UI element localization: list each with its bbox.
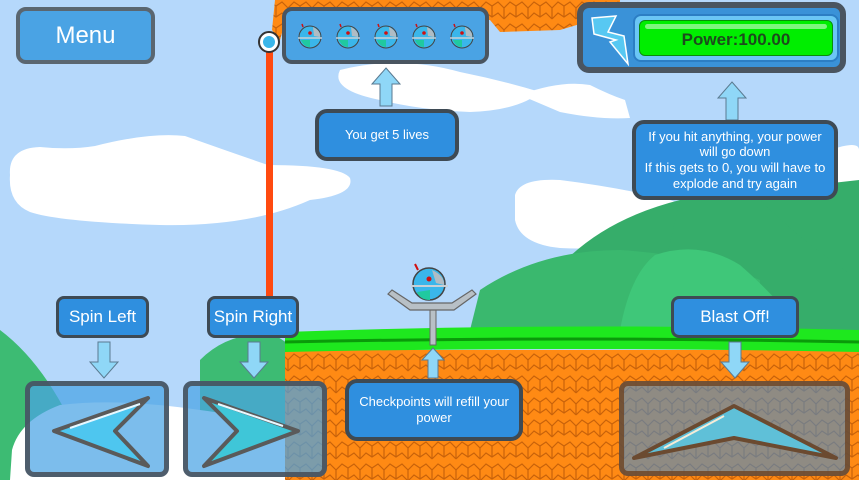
power-label: Power:100.00 <box>681 30 791 49</box>
power-bar-fill <box>639 20 833 56</box>
checkpoint-tooltip-line: power <box>416 410 452 425</box>
lives-container <box>296 22 476 50</box>
arrow-down-icon <box>238 340 270 380</box>
blast-off-button[interactable] <box>619 381 850 476</box>
blast-off-arrow-icon <box>632 404 838 460</box>
spin-left-arrow-icon <box>52 396 150 468</box>
player-robot <box>411 263 448 301</box>
menu-button[interactable]: Menu <box>16 7 155 64</box>
lives-tooltip-text: You get 5 lives <box>344 127 430 143</box>
lives-panel: 5 <box>282 7 489 64</box>
arrow-up-icon <box>420 346 446 380</box>
power-tooltip-line: If this gets to 0, you will have to <box>644 160 826 175</box>
power-tooltip-line: If you hit anything, your power <box>648 128 822 144</box>
checkpoint <box>387 289 477 346</box>
lightning-icon <box>591 15 630 67</box>
power-tooltip-line: will go down <box>699 144 771 160</box>
rope <box>266 44 273 304</box>
spin-right-label: Spin Right <box>207 296 299 338</box>
checkpoint-tooltip: Checkpoints will refill your power <box>345 379 523 441</box>
cloud <box>520 83 630 119</box>
life-robot-icon <box>297 23 322 48</box>
spin-right-arrow-icon <box>202 396 300 468</box>
life-robot-icon <box>449 23 474 48</box>
power-bar-frame: Power:100.00 <box>633 14 839 62</box>
life-robot-icon <box>411 23 436 48</box>
spin-left-text: Spin Left <box>68 307 137 326</box>
power-tooltip: If you hit anything, your power will go … <box>632 120 838 200</box>
blast-off-label: Blast Off! <box>671 296 799 338</box>
arrow-up-icon <box>716 80 748 122</box>
spin-left-button[interactable] <box>25 381 169 477</box>
blast-off-text: Blast Off! <box>700 307 770 326</box>
life-robot-icon <box>373 23 398 48</box>
arrow-down-icon <box>88 340 120 380</box>
spin-right-text: Spin Right <box>213 307 293 326</box>
arrow-down-icon <box>719 340 751 380</box>
spin-right-button[interactable] <box>183 381 327 477</box>
power-panel: Power:100.00 <box>577 2 846 73</box>
life-robot-icon <box>335 23 360 48</box>
power-tooltip-line: explode and try again <box>672 175 798 191</box>
checkpoint-tooltip-line: Checkpoints will refill your <box>359 394 509 410</box>
cloud <box>9 135 351 226</box>
arrow-up-icon <box>370 66 402 108</box>
lives-tooltip: You get 5 lives <box>315 109 459 161</box>
menu-label: Menu <box>55 21 116 49</box>
spin-left-label: Spin Left <box>56 296 149 338</box>
